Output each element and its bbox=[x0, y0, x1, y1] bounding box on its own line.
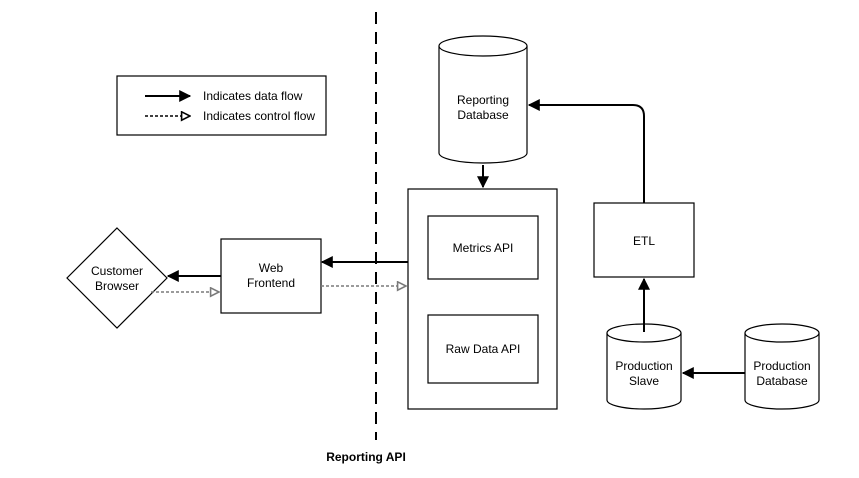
legend-box bbox=[116, 75, 327, 136]
customer-browser-node: Customer Browser bbox=[66, 227, 168, 329]
web-frontend-label-line1: Web bbox=[259, 261, 284, 275]
legend-data-flow-label: Indicates data flow bbox=[203, 89, 303, 103]
reporting-database-label-line2: Database bbox=[457, 108, 509, 122]
customer-browser-label-line2: Browser bbox=[95, 279, 139, 293]
production-slave-label-line1: Production bbox=[615, 359, 672, 373]
web-frontend-node: Web Frontend bbox=[220, 238, 322, 314]
production-slave-body bbox=[606, 333, 682, 410]
production-database-label-line1: Production bbox=[753, 359, 810, 373]
metrics-api-box bbox=[427, 215, 539, 280]
production-slave-node: Production Slave bbox=[606, 323, 682, 410]
production-database-node: Production Database bbox=[744, 323, 820, 410]
customer-browser-label-line1: Customer bbox=[91, 264, 143, 278]
production-slave-label-line2: Slave bbox=[629, 374, 659, 388]
legend-control-flow-label: Indicates control flow bbox=[203, 109, 315, 123]
production-database-label-line2: Database bbox=[756, 374, 808, 388]
raw-data-api-label: Raw Data API bbox=[446, 342, 521, 356]
metrics-api-label: Metrics API bbox=[453, 241, 514, 255]
metrics-api-node: Metrics API bbox=[427, 215, 539, 280]
web-frontend-label-line2: Frontend bbox=[247, 276, 295, 290]
production-database-top bbox=[744, 323, 820, 343]
reporting-database-node: Reporting Database bbox=[438, 35, 528, 164]
reporting-database-label-line1: Reporting bbox=[457, 93, 509, 107]
raw-data-api-node: Raw Data API bbox=[427, 314, 539, 384]
reporting-database-body bbox=[438, 46, 528, 164]
reporting-database-top bbox=[438, 35, 528, 57]
etl-label: ETL bbox=[633, 234, 655, 248]
customer-browser-shape bbox=[66, 227, 168, 329]
edge-etl-to-reporting-database bbox=[527, 99, 645, 203]
raw-data-api-box bbox=[427, 314, 539, 384]
reporting-api-boundary-label: Reporting API bbox=[326, 450, 406, 464]
etl-node: ETL bbox=[593, 202, 695, 278]
legend: Indicates data flow Indicates control fl… bbox=[116, 75, 327, 136]
production-database-body bbox=[744, 333, 820, 410]
